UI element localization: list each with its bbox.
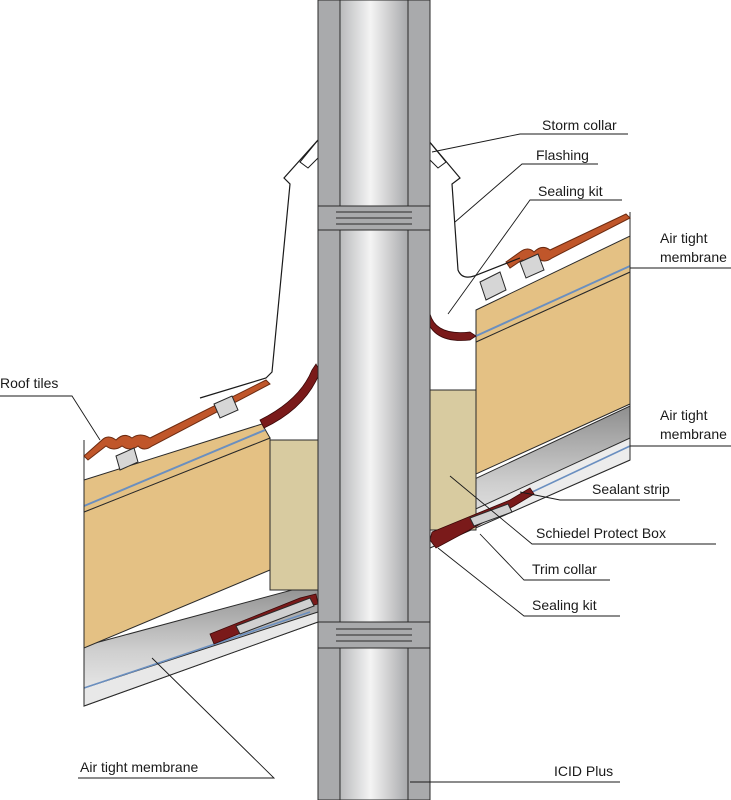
label-icid-plus: ICID Plus (554, 763, 613, 779)
pipe-inner-flue (339, 0, 409, 800)
label-schiedel-protect-box: Schiedel Protect Box (536, 525, 666, 541)
right-tile-clip-1 (479, 271, 507, 301)
right-upper-membrane (475, 265, 631, 337)
label-air-tight-membrane-right-top-line1: Air tight (660, 230, 708, 246)
pipe-outer-wall-left (317, 0, 341, 800)
pipe-joint-lower (317, 621, 431, 649)
labels: Storm collar Flashing Sealing kit Air ti… (0, 117, 727, 779)
label-air-tight-membrane-bottom: Air tight membrane (80, 759, 198, 775)
left-lower-membrane (83, 611, 311, 689)
label-roof-tiles: Roof tiles (0, 375, 58, 391)
left-upper-membrane (83, 429, 266, 507)
left-roof-tile (83, 379, 271, 461)
label-trim-collar: Trim collar (532, 561, 597, 577)
label-storm-collar: Storm collar (542, 117, 617, 133)
leader-roof-tiles (0, 395, 101, 441)
leader-air-tight-membrane-bottom (78, 657, 276, 779)
leader-flashing (454, 163, 598, 223)
label-air-tight-membrane-right-top-line2: membrane (660, 249, 727, 265)
right-tile-clip-2 (519, 253, 545, 279)
left-trim-collar (235, 597, 315, 635)
right-sealing-kit-top (425, 313, 477, 341)
left-tile-clip-2 (213, 395, 239, 419)
leader-sealant-strip (519, 491, 680, 501)
leader-sealing-kit-bottom (437, 547, 620, 617)
left-storm-collar (299, 139, 319, 169)
leader-trim-collar (479, 533, 610, 581)
left-flashing (199, 139, 319, 399)
left-tile-clip-1 (115, 447, 139, 471)
chimney-pipe (317, 0, 431, 800)
left-roof-section (83, 363, 321, 707)
left-sealing-kit-top (259, 363, 321, 429)
label-air-tight-membrane-right-mid-line2: membrane (660, 426, 727, 442)
leader-storm-collar (431, 133, 628, 153)
right-storm-collar (427, 139, 447, 169)
right-trim-collar (469, 503, 513, 527)
label-flashing: Flashing (536, 147, 589, 163)
label-sealing-kit-top: Sealing kit (538, 183, 603, 199)
pipe-joint-upper (317, 205, 431, 231)
label-air-tight-membrane-right-mid-line1: Air tight (660, 407, 708, 423)
right-protect-box (429, 389, 477, 531)
right-flashing (427, 139, 521, 278)
leader-schiedel-protect-box (449, 475, 716, 545)
leader-lines (0, 133, 731, 783)
leader-sealing-kit-top (447, 199, 622, 315)
label-sealing-kit-bottom: Sealing kit (532, 597, 597, 613)
left-protect-box (269, 439, 319, 591)
label-sealant-strip: Sealant strip (592, 481, 670, 497)
pipe-outer-wall-right (407, 0, 431, 800)
right-roof-section (425, 212, 631, 549)
